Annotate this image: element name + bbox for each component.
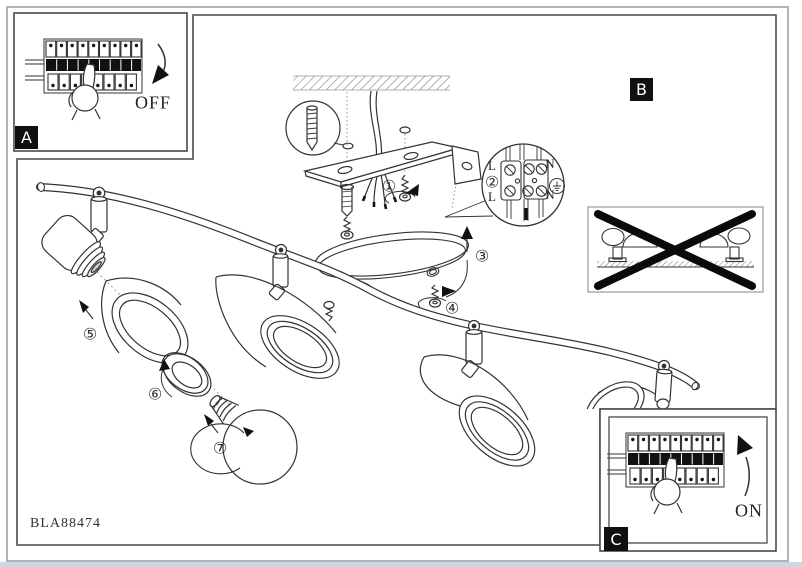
- panel-c-label: C: [604, 527, 628, 551]
- wall-plug-detail: [285, 100, 354, 156]
- footer-strip: [0, 562, 802, 567]
- spot-head-2: [215, 243, 340, 379]
- terminal-l-bottom: L: [488, 189, 496, 204]
- ceiling-hatch: [293, 75, 450, 91]
- lamp-socket: [41, 214, 106, 278]
- terminal-l-top: L: [488, 158, 496, 173]
- light-bulb: [190, 395, 298, 485]
- mounting-bracket-assembly: [285, 90, 482, 240]
- arrowhead-step1: [406, 184, 419, 196]
- panel-a-frame: [13, 12, 188, 152]
- prohibited-mounting: [587, 206, 764, 293]
- prohibition-cross: [594, 210, 756, 290]
- terminal-screws: [504, 163, 548, 197]
- support-bar: [36, 182, 700, 391]
- arrowhead-step5: [79, 300, 89, 313]
- terminal-block-detail: [444, 143, 565, 227]
- panel-a-label: A: [15, 126, 38, 149]
- earth-icon: [549, 178, 565, 194]
- step-5-marker: ⑤: [82, 324, 98, 344]
- panel-c-frame-inner: [608, 416, 768, 544]
- arrowhead-step7: [204, 414, 214, 426]
- step-6-marker: ⑥: [147, 384, 163, 404]
- step-4-marker: ④: [444, 298, 460, 318]
- arrowhead-step4: [442, 286, 456, 297]
- bracket-plate: [302, 141, 482, 188]
- arrowhead-off: [152, 65, 169, 84]
- grub-screw: [323, 300, 335, 322]
- step-2-marker: ②: [484, 172, 500, 192]
- arrowhead-step6: [159, 359, 170, 371]
- ceiling-canopy: [314, 231, 470, 296]
- product-code: BLA88474: [30, 516, 101, 531]
- spot-head-1: [41, 186, 108, 278]
- terminal-n-top: N: [545, 156, 555, 171]
- screw-step4: [417, 284, 456, 308]
- on-label: ON: [735, 500, 763, 521]
- glass-shade: [100, 277, 189, 364]
- breaker-on-illustration: [606, 432, 753, 515]
- exploded-parts: [79, 271, 298, 485]
- threaded-ring: [159, 352, 212, 398]
- spot-head-4: [585, 359, 673, 410]
- step-1-marker: ①: [381, 176, 397, 196]
- wall-anchor-and-screw: [339, 183, 355, 240]
- off-label: OFF: [134, 92, 172, 113]
- canopy-step-annotations: [417, 226, 473, 308]
- spot-head-3: [419, 319, 536, 467]
- screw-step1: [384, 174, 419, 204]
- step-7-marker: ⑦: [212, 438, 228, 458]
- arrowhead-on: [737, 435, 753, 455]
- breaker-off-illustration: [24, 38, 169, 121]
- panel-b-label: B: [630, 78, 653, 101]
- arrowhead-step3: [461, 226, 473, 239]
- step-3-marker: ③: [474, 246, 490, 266]
- terminal-n-bottom: N: [545, 187, 555, 202]
